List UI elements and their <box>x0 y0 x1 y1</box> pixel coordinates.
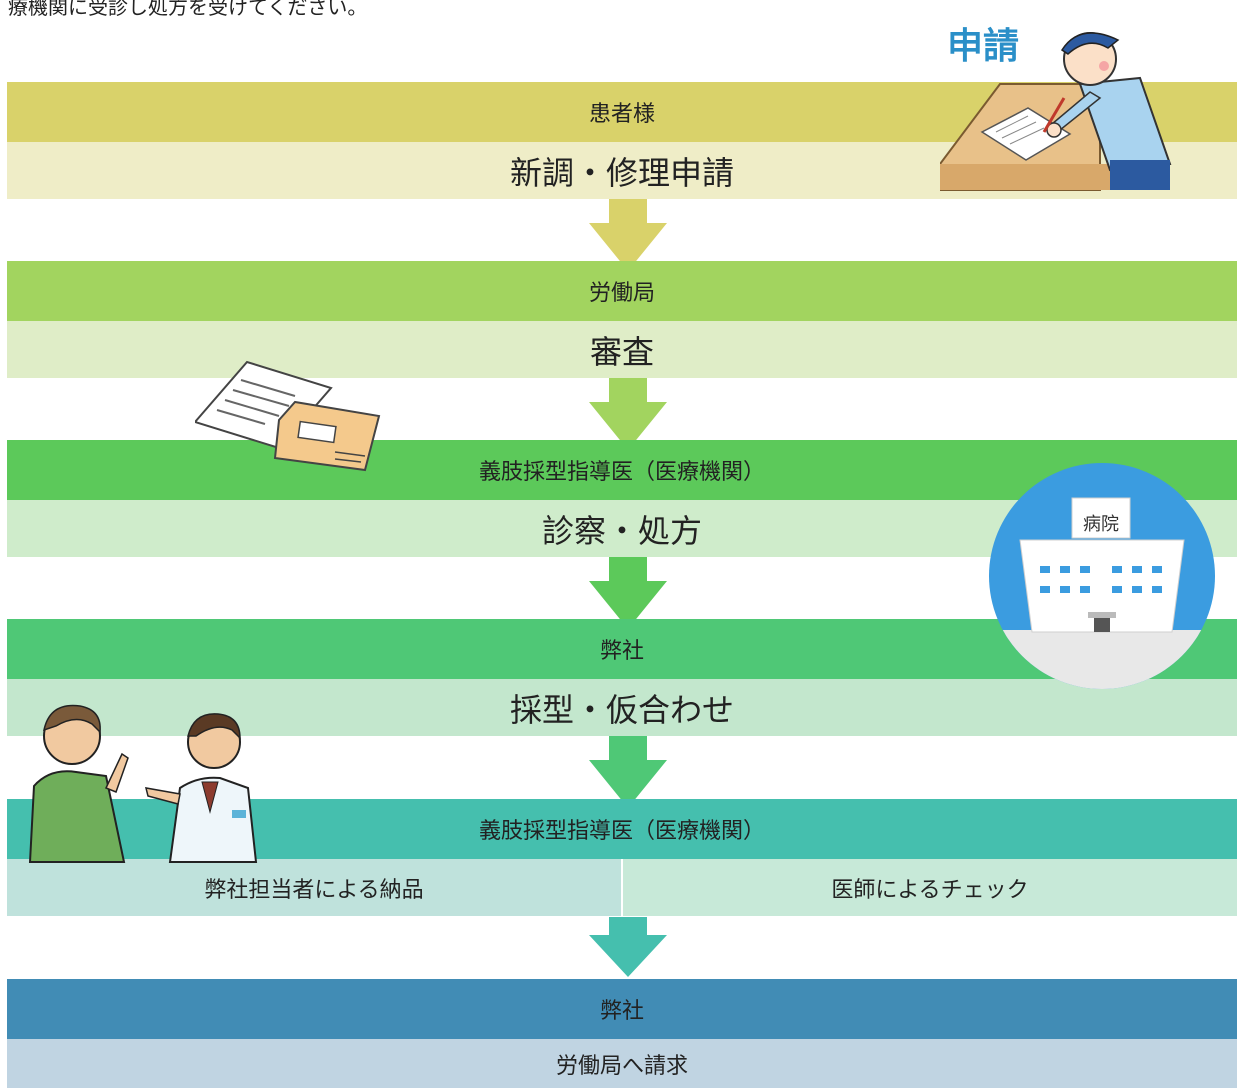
step2-action-band: 審査 <box>7 321 1237 378</box>
flow-arrow-3 <box>589 557 667 629</box>
step3-actor: 義肢採型指導医（医療機関） <box>478 460 765 485</box>
application-label: 申請 <box>947 26 1019 67</box>
step2-actor: 労働局 <box>588 281 655 306</box>
flow-arrow-1 <box>589 199 667 271</box>
step6-action-band: 労働局へ請求 <box>7 1039 1237 1088</box>
step1-actor: 患者様 <box>588 102 655 127</box>
hospital-illustration: 病院 <box>988 462 1216 690</box>
step5-check-cell: 医師によるチェック <box>621 859 1237 916</box>
step1-action: 新調・修理申請 <box>509 153 734 192</box>
step5-action-band: 弊社担当者による納品 医師によるチェック <box>7 859 1237 916</box>
flow-arrow-2 <box>589 378 667 450</box>
hospital-label: 病院 <box>1083 514 1119 535</box>
step4-action: 採型・仮合わせ <box>509 690 734 729</box>
step5-action-check: 医師によるチェック <box>831 877 1029 903</box>
flow-arrow-4 <box>589 736 667 808</box>
step6-action: 労働局へ請求 <box>555 1053 688 1079</box>
consultation-illustration <box>20 692 265 864</box>
step2-actor-band: 労働局 <box>7 261 1237 321</box>
step4-actor: 弊社 <box>599 639 644 664</box>
step2-action: 審査 <box>589 332 654 371</box>
flow-arrow-5 <box>589 917 667 989</box>
documents-illustration <box>195 360 385 475</box>
step6-actor: 弊社 <box>599 999 644 1024</box>
application-illustration: 申請 <box>940 14 1190 194</box>
step5-delivery-cell: 弊社担当者による納品 <box>7 859 621 916</box>
step5-actor: 義肢採型指導医（医療機関） <box>478 819 765 844</box>
step4-action-band: 採型・仮合わせ <box>7 679 1237 736</box>
intro-text: 療機関に受診し処方を受けてください。 <box>8 0 368 19</box>
step3-action: 診察・処方 <box>541 511 702 550</box>
step5-action-delivery: 弊社担当者による納品 <box>204 877 424 903</box>
step6-actor-band: 弊社 <box>7 979 1237 1039</box>
